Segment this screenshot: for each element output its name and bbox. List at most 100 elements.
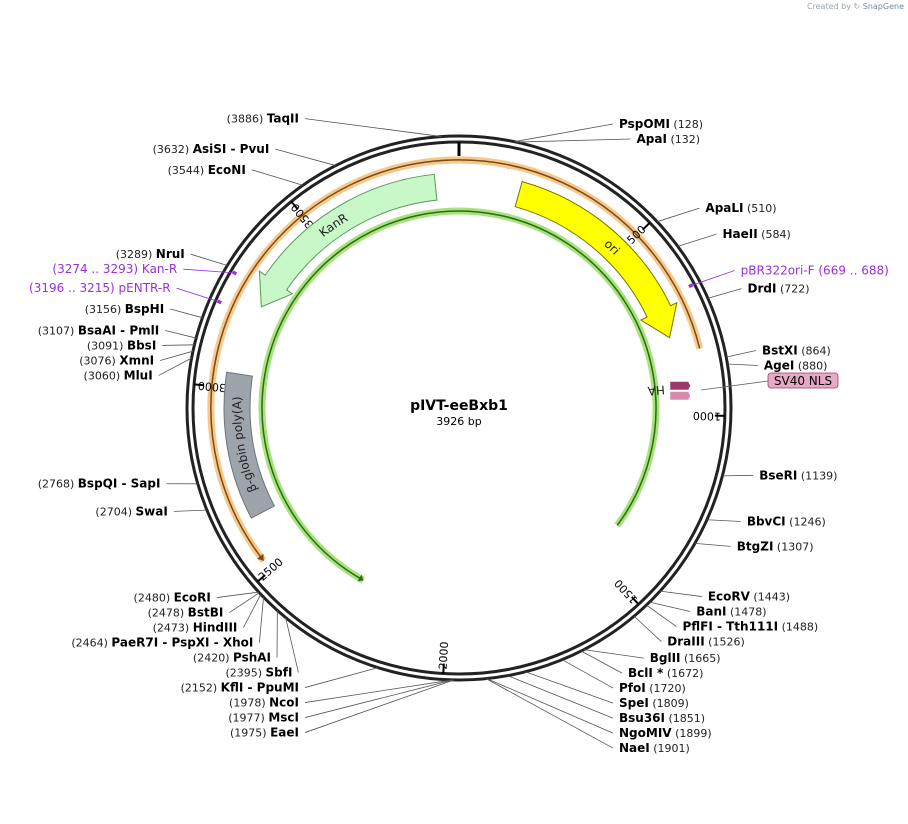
- site-pflfi-tth111i[interactable]: PflFI - Tth111I (1488): [646, 604, 818, 634]
- feature-arrow[interactable]: [223, 371, 276, 519]
- site-bcli[interactable]: BclI * (1672): [580, 650, 703, 680]
- site-bbsi[interactable]: (3091) BbsI: [87, 338, 195, 352]
- site-label[interactable]: BclI * (1672): [628, 666, 703, 680]
- site-bstxi[interactable]: BstXI (864): [726, 344, 831, 358]
- site-econi[interactable]: (3544) EcoNI: [168, 163, 303, 186]
- site-label[interactable]: (3196 .. 3215) pENTR-R: [29, 281, 171, 295]
- site-label[interactable]: (3886) TaqII: [227, 112, 299, 126]
- site-xmni[interactable]: (3076) XmnI: [79, 350, 194, 367]
- site-paer7i-pspxi-xhoi[interactable]: (2464) PaeR7I - PspXI - XhoI: [71, 597, 264, 650]
- site-label[interactable]: BglII (1665): [650, 651, 721, 665]
- site-label[interactable]: BseRI (1139): [759, 468, 837, 482]
- primer-mark[interactable]: [688, 283, 694, 289]
- site-label[interactable]: (2768) BspQI - SapI: [38, 477, 161, 491]
- site-bani[interactable]: BanI (1478): [649, 601, 767, 619]
- site-label[interactable]: HaeII (584): [722, 227, 790, 241]
- site-label[interactable]: NaeI (1901): [619, 741, 690, 755]
- site-nrui[interactable]: (3289) NruI: [116, 247, 228, 266]
- feature-arrow[interactable]: [514, 181, 678, 339]
- site-agei[interactable]: AgeI (880): [727, 359, 827, 373]
- site-label[interactable]: PflFI - Tth111I (1488): [682, 620, 818, 634]
- site-sbfi[interactable]: (2395) SbfI: [225, 617, 299, 680]
- site-ecorv[interactable]: EcoRV (1443): [660, 590, 790, 604]
- site-label[interactable]: DraIII (1526): [667, 635, 744, 649]
- site-label[interactable]: (3076) XmnI: [79, 353, 154, 367]
- site-label[interactable]: pBR322ori-F (669 .. 688): [741, 263, 889, 277]
- feature-kanr[interactable]: KanR: [258, 173, 438, 308]
- feature-arrow[interactable]: [258, 173, 438, 308]
- site-label[interactable]: ApaLI (510): [705, 201, 776, 215]
- site-pshai[interactable]: (2420) PshAI: [193, 610, 278, 665]
- site-bbvci[interactable]: BbvCI (1246): [706, 514, 826, 528]
- site-ngomiv[interactable]: NgoMIV (1899): [486, 678, 712, 741]
- site-label[interactable]: (3156) BspHI: [85, 302, 164, 316]
- site-label[interactable]: BstXI (864): [762, 344, 831, 358]
- site-pfoi[interactable]: PfoI (1720): [561, 659, 686, 695]
- site-apai[interactable]: ApaI (132): [516, 132, 700, 146]
- site-label[interactable]: (2395) SbfI: [225, 666, 292, 680]
- site-label[interactable]: (2478) BstBI: [148, 606, 224, 620]
- site-draiii[interactable]: DraIII (1526): [633, 615, 745, 649]
- site-label[interactable]: BtgZI (1307): [737, 539, 814, 553]
- site-label[interactable]: AgeI (880): [764, 359, 828, 373]
- feature-ori[interactable]: ori: [514, 181, 678, 339]
- site-hindiii[interactable]: (2473) HindIII: [153, 594, 262, 635]
- site-label[interactable]: (3274 .. 3293) Kan-R: [52, 262, 177, 276]
- site-label[interactable]: EcoRV (1443): [708, 590, 790, 604]
- site-msci[interactable]: (1977) MscI: [228, 679, 454, 725]
- site-label[interactable]: (1975) EaeI: [230, 726, 299, 740]
- site-ecori[interactable]: (2480) EcoRI: [134, 591, 259, 605]
- site-label[interactable]: (1978) NcoI: [229, 696, 299, 710]
- site-naei[interactable]: NaeI (1901): [485, 678, 690, 755]
- site-bglii[interactable]: BglII (1665): [583, 649, 721, 665]
- site-apali[interactable]: ApaLI (510): [657, 201, 777, 223]
- site-bsphi[interactable]: (3156) BspHI: [85, 302, 203, 319]
- site-label[interactable]: (2464) PaeR7I - PspXI - XhoI: [71, 636, 253, 650]
- site-pspomi[interactable]: PspOMI (128): [514, 117, 703, 143]
- site-bspqi-sapi[interactable]: (2768) BspQI - SapI: [38, 477, 198, 491]
- site-swai[interactable]: (2704) SwaI: [95, 504, 207, 518]
- site-label[interactable]: (2473) HindIII: [153, 621, 238, 635]
- primer-mark[interactable]: [216, 299, 222, 305]
- site-taqii[interactable]: (3886) TaqII: [227, 112, 442, 137]
- site-label[interactable]: BanI (1478): [696, 605, 766, 619]
- site-kfli-ppumi[interactable]: (2152) KflI - PpuMI: [181, 667, 379, 695]
- primer-kan-r[interactable]: (3274 .. 3293) Kan-R: [52, 262, 238, 276]
- site-bseri[interactable]: BseRI (1139): [722, 468, 837, 482]
- site-bsu36i[interactable]: Bsu36I (1851): [507, 675, 705, 725]
- site-label[interactable]: (3632) AsiSI - PvuI: [153, 142, 270, 156]
- site-haeii[interactable]: HaeII (584): [677, 227, 791, 247]
- primer-pbr322ori-f[interactable]: pBR322ori-F (669 .. 688): [688, 263, 889, 289]
- site-label[interactable]: (3060) MluI: [84, 368, 153, 382]
- site-label[interactable]: (3289) NruI: [116, 247, 185, 261]
- site-label[interactable]: (2480) EcoRI: [134, 591, 211, 605]
- site-asisi-pvui[interactable]: (3632) AsiSI - PvuI: [153, 142, 336, 166]
- primer-mark[interactable]: [231, 270, 238, 276]
- ha-tag-arrow[interactable]: [670, 381, 691, 390]
- site-label[interactable]: (2420) PshAI: [193, 651, 271, 665]
- site-label[interactable]: ApaI (132): [637, 132, 701, 146]
- feature-sv40-nls[interactable]: SV40 NLS: [700, 372, 839, 391]
- site-bstbi[interactable]: (2478) BstBI: [148, 592, 260, 620]
- site-label[interactable]: (3107) BsaAI - PmlI: [38, 323, 159, 337]
- site-label[interactable]: (2704) SwaI: [95, 504, 167, 518]
- site-spei[interactable]: SpeI (1809): [525, 671, 689, 710]
- site-label[interactable]: Bsu36I (1851): [619, 711, 705, 725]
- site-ncoi[interactable]: (1978) NcoI: [229, 679, 453, 710]
- site-label[interactable]: PspOMI (128): [619, 117, 703, 131]
- site-bsaai-pmli[interactable]: (3107) BsaAI - PmlI: [38, 323, 197, 339]
- site-mlui[interactable]: (3060) MluI: [84, 357, 192, 382]
- site-label[interactable]: BbvCI (1246): [747, 514, 826, 528]
- sv40-nls-box[interactable]: [767, 372, 839, 389]
- feature-ha[interactable]: HA: [646, 381, 691, 400]
- site-label[interactable]: NgoMIV (1899): [619, 726, 712, 740]
- primer-pentr-r[interactable]: (3196 .. 3215) pENTR-R: [29, 281, 222, 305]
- ha-tag-arrow-lower[interactable]: [670, 391, 691, 400]
- site-label[interactable]: (3091) BbsI: [87, 338, 156, 352]
- site-label[interactable]: DrdI (722): [748, 282, 810, 296]
- site-btgzi[interactable]: BtgZI (1307): [694, 539, 814, 553]
- site-label[interactable]: (3544) EcoNI: [168, 163, 246, 177]
- site-label[interactable]: PfoI (1720): [619, 681, 686, 695]
- site-label[interactable]: (1977) MscI: [228, 711, 299, 725]
- site-label[interactable]: (2152) KflI - PpuMI: [181, 681, 299, 695]
